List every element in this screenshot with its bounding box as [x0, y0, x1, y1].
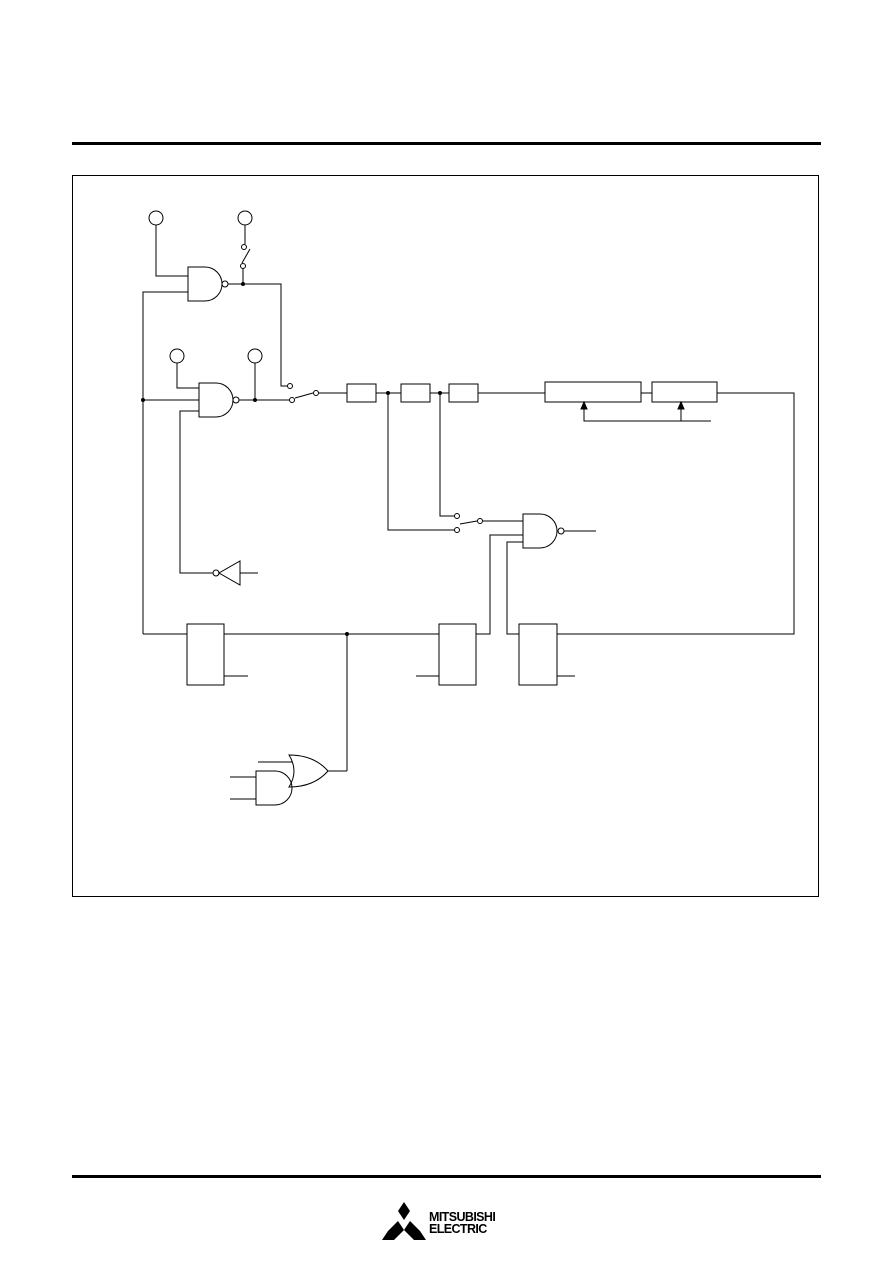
selector-contact-b: [290, 398, 295, 403]
divider-block-1: [347, 384, 376, 402]
divider-block-2: [401, 384, 430, 402]
junction-feedback: [142, 399, 145, 402]
select2-arm: [460, 521, 477, 524]
latch-block-2: [439, 624, 476, 685]
wire-inverter-to-nand2: [180, 411, 213, 573]
wire-feedback-to-nand1: [143, 292, 188, 634]
three-diamonds-logo-icon: [382, 1202, 426, 1240]
wire-tap-block1: [388, 393, 454, 530]
nand-gate-3: [523, 514, 557, 548]
nand-gate-2-bubble: [233, 397, 239, 403]
wire-pin1-to-nand1: [156, 225, 188, 276]
brand-name-line2: ELECTRIC: [429, 1222, 487, 1236]
footer-rule: [72, 1175, 821, 1178]
load-arrow-1: [581, 402, 587, 409]
counter-block-2: [652, 382, 717, 402]
divider-block-3: [449, 384, 478, 402]
selector-contact-a: [288, 384, 293, 389]
switch-arm-top: [242, 249, 250, 263]
nand-gate-3-bubble: [558, 528, 564, 534]
header-rule: [72, 142, 821, 145]
nand-gate-2: [199, 383, 233, 417]
diagram-frame: [72, 175, 819, 897]
switch-contact-top: [242, 245, 247, 250]
wire-nand1-output: [228, 284, 287, 386]
selector-common: [314, 391, 319, 396]
wire-tap-block2: [440, 393, 454, 516]
select2-common: [478, 519, 483, 524]
latch-block-1: [187, 624, 224, 685]
selector-arm: [295, 393, 313, 398]
junction-nand2-out: [254, 399, 257, 402]
nand-gate-1-bubble: [222, 281, 228, 287]
wire-pin3-to-nand2: [177, 363, 199, 388]
inverter-gate: [219, 561, 240, 585]
or-gate: [289, 755, 328, 787]
load-arrow-2: [678, 402, 684, 409]
and-gate: [256, 771, 292, 805]
inverter-bubble: [213, 570, 219, 576]
select2-contact-b: [455, 528, 460, 533]
wire-load-bus: [584, 407, 711, 421]
nand-gate-1: [188, 267, 222, 301]
counter-block-1: [545, 382, 641, 402]
input-pin-1: [149, 211, 163, 225]
latch-block-3: [519, 624, 557, 685]
wire-nand3-input-c: [507, 542, 523, 634]
input-pin-2: [238, 211, 252, 225]
brand-name-line1: MITSUBISHI: [429, 1210, 496, 1224]
input-pin-4: [248, 349, 262, 363]
input-pin-3: [170, 349, 184, 363]
switch-contact-bottom: [241, 264, 246, 269]
brand-wordmark: MITSUBISHI ELECTRIC: [429, 1210, 496, 1236]
wire-counter2-feedback: [557, 393, 794, 634]
wire-nand3-input-b: [476, 535, 523, 634]
select2-contact-a: [455, 514, 460, 519]
